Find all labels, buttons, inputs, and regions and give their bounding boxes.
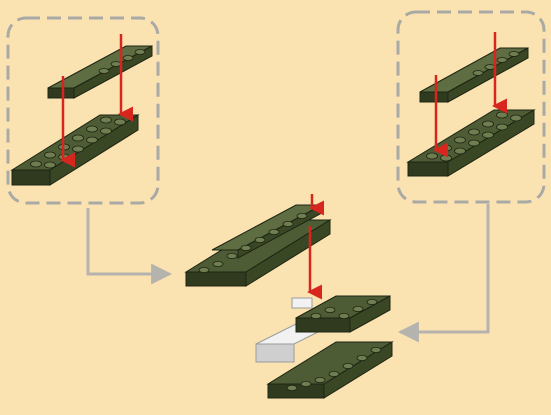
flow-arrow-right-to-final — [400, 204, 488, 332]
right-bottom-plate — [408, 110, 534, 176]
left-callout-box — [8, 18, 158, 203]
middle-assembly — [186, 194, 330, 286]
final-assembly — [256, 296, 392, 398]
left-bottom-plate — [12, 115, 138, 185]
right-callout-box — [398, 12, 544, 202]
flow-arrow-left-to-middle — [88, 208, 170, 274]
white-part-tab — [292, 298, 312, 308]
white-part-side — [256, 344, 294, 362]
